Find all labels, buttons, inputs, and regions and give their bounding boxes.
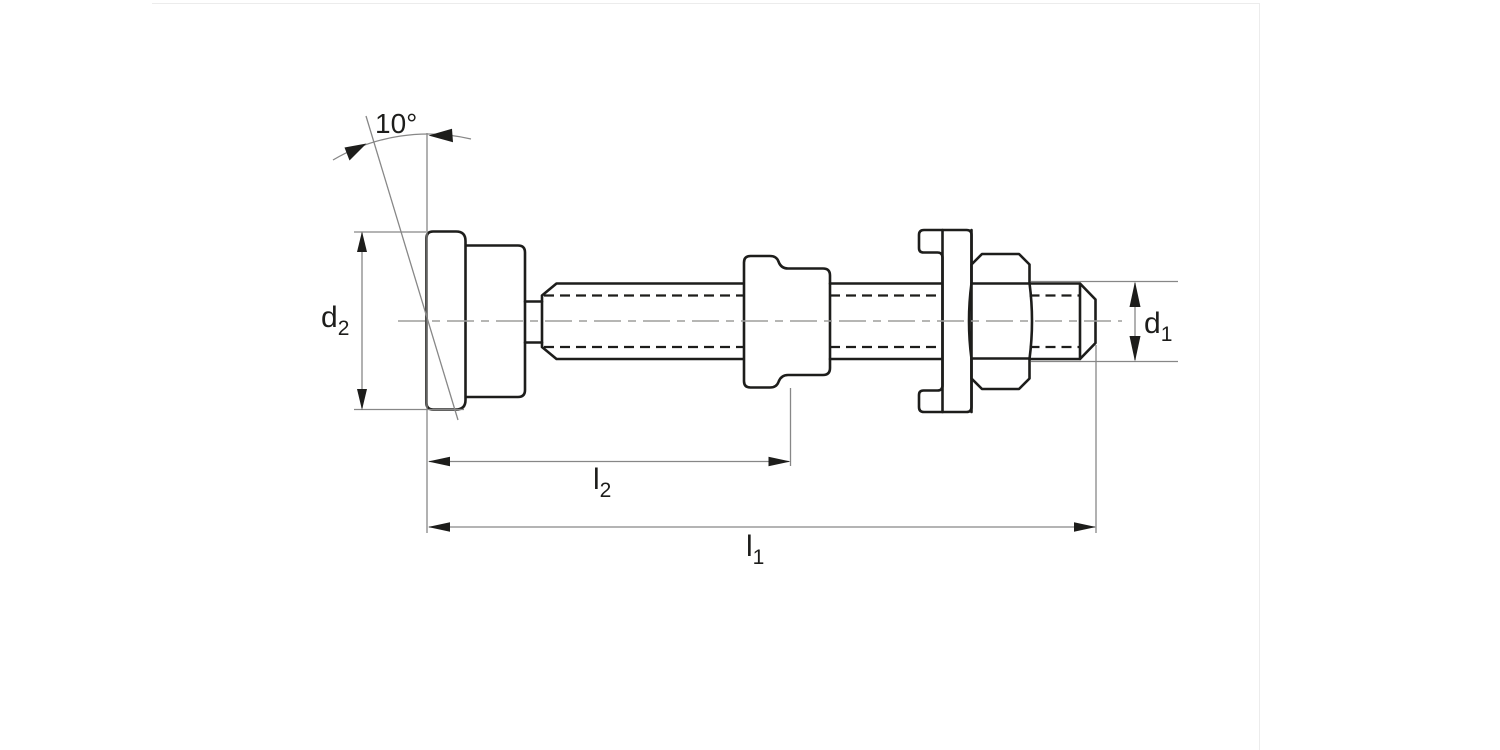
neck — [523, 300, 544, 344]
rod-section-a — [540, 282, 746, 361]
tilt-line — [365, 115, 459, 421]
d2-arrow-up — [357, 231, 367, 252]
d2-label: d2 — [321, 301, 349, 340]
thread-root-lines — [544, 294, 1079, 349]
angle-label: 10° — [375, 108, 417, 139]
extension-lines — [354, 231, 1178, 533]
l2-arrow-left — [428, 456, 450, 467]
l1-arrow-left — [428, 522, 450, 532]
dimensioning — [344, 128, 1178, 533]
collar — [742, 254, 832, 389]
d2-arrow-down — [357, 389, 367, 410]
l2-arrow-right — [768, 456, 791, 467]
dimension-lines — [361, 233, 1136, 528]
d1-label: d1 — [1144, 307, 1172, 346]
rod-section-b — [828, 282, 944, 361]
hex-nut-facet-lines — [970, 282, 1031, 360]
dimension-labels: 10° d2 d1 l2 l1 — [321, 108, 1172, 569]
angle-arc-arrow-right — [428, 128, 453, 143]
panel-top-border — [152, 3, 1260, 4]
construction-lines — [332, 115, 1122, 533]
rod-section-c — [1028, 282, 1097, 361]
panel-right-border — [1259, 3, 1260, 750]
angle-arc-arrow-left — [344, 143, 367, 161]
l1-label: l1 — [746, 530, 764, 569]
l1-arrow-right — [1074, 522, 1096, 532]
d1-arrow-down — [1129, 336, 1141, 362]
head-cylinder — [463, 244, 527, 399]
l2-label: l2 — [593, 463, 611, 502]
d1-arrow-up — [1129, 281, 1141, 307]
